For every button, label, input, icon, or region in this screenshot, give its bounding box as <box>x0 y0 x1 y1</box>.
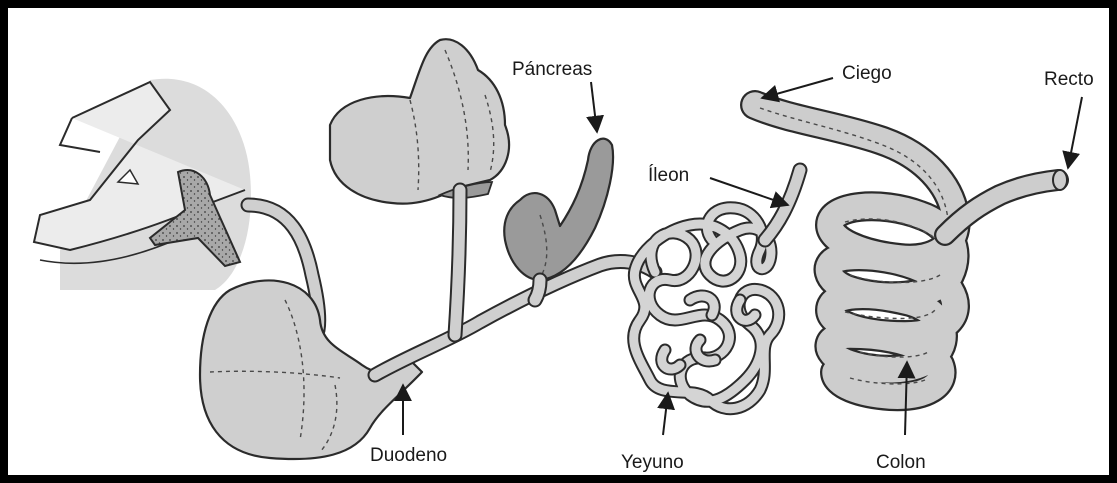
label-yeyuno: Yeyuno <box>621 452 684 473</box>
label-recto: Recto <box>1044 69 1094 90</box>
label-pancreas: Páncreas <box>512 59 592 80</box>
label-ileon: Íleon <box>648 165 689 186</box>
label-duodeno: Duodeno <box>370 445 447 466</box>
label-ciego: Ciego <box>842 63 892 84</box>
label-colon: Colon <box>876 452 926 473</box>
